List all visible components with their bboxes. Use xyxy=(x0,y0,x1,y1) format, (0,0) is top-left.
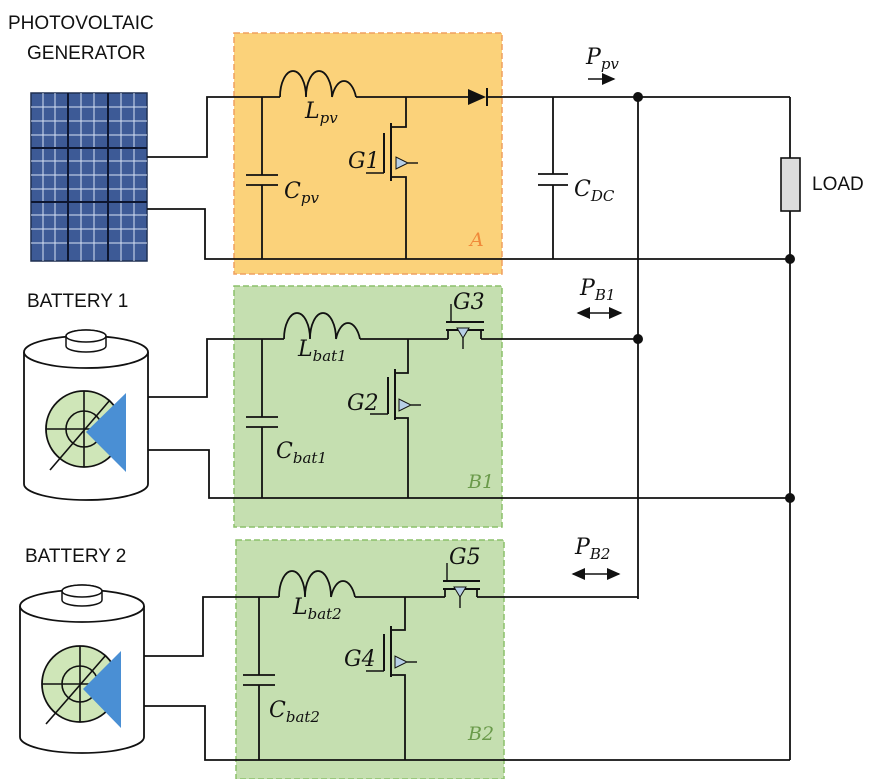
converter-a xyxy=(147,70,790,260)
pv-generator-label-line1: PHOTOVOLTAIC xyxy=(8,13,154,34)
battery2-icon xyxy=(19,584,145,754)
label-c-bat1: Cbat1 xyxy=(276,439,327,467)
zone-b2 xyxy=(235,539,505,779)
label-l-pv: Lpv xyxy=(304,99,338,127)
load-label: LOAD xyxy=(812,174,864,195)
zone-tag-b2: B2 xyxy=(467,723,494,745)
label-c-bat2: Cbat2 xyxy=(269,698,320,726)
label-l-bat2: Lbat2 xyxy=(292,595,342,623)
label-l-bat1: Lbat1 xyxy=(297,337,347,365)
label-g4: G4 xyxy=(344,647,376,672)
pv-panel-icon xyxy=(30,92,148,262)
converter-b2 xyxy=(144,563,790,761)
label-p-b1: PB1 xyxy=(579,276,615,304)
label-c-pv: Cpv xyxy=(284,179,319,207)
label-p-pv: Ppv xyxy=(585,45,619,73)
zone-tag-a: A xyxy=(468,229,484,251)
label-g3: G3 xyxy=(453,290,485,315)
dc-bus xyxy=(633,92,795,760)
label-p-b2: PB2 xyxy=(574,535,610,563)
label-g2: G2 xyxy=(347,391,379,416)
zone-b1 xyxy=(233,285,503,528)
battery1-icon xyxy=(23,329,149,501)
battery1-label: BATTERY 1 xyxy=(27,291,128,312)
zone-tag-b1: B1 xyxy=(467,471,494,493)
zone-a xyxy=(233,32,503,275)
load-resistor xyxy=(780,157,801,212)
label-g1: G1 xyxy=(348,149,380,174)
pv-generator-label-line2: GENERATOR xyxy=(27,43,146,64)
converter-b1 xyxy=(148,304,790,499)
label-g5: G5 xyxy=(449,545,481,570)
label-c-dc: CDC xyxy=(574,177,615,205)
battery2-label: BATTERY 2 xyxy=(25,546,126,567)
